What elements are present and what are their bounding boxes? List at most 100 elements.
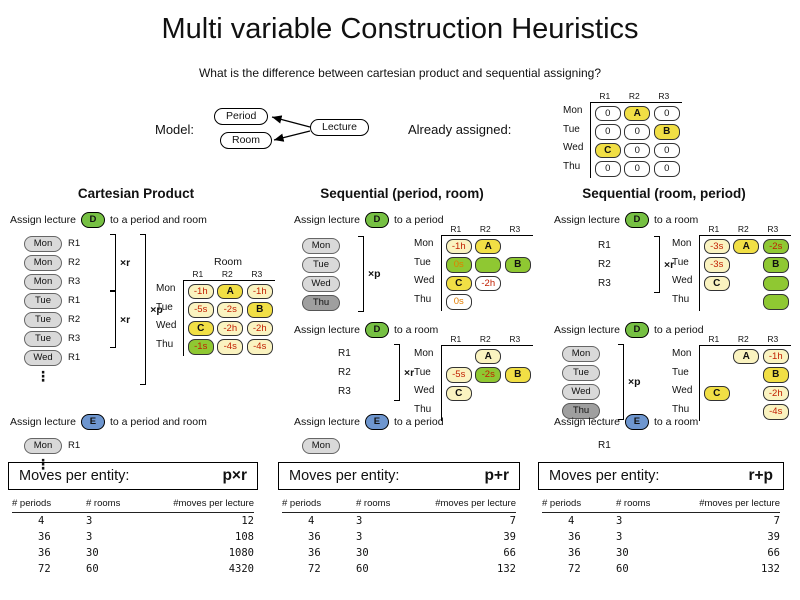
room-label: R1 (68, 295, 81, 306)
grid-cell: B (762, 257, 789, 273)
stat-value: 12 (241, 515, 254, 527)
stat-value: 36 (38, 547, 51, 559)
column-header: R1 (708, 334, 720, 344)
grid-cell: -1s (187, 339, 214, 355)
grid-cell: A (475, 238, 502, 254)
stats-header: #moves per lecture (435, 498, 516, 509)
period-pill: Mon (302, 237, 340, 254)
assign-prefix: Assign lecture (10, 416, 76, 428)
row-label: Tue (563, 123, 580, 135)
grid-cell: -4s (246, 339, 273, 355)
stat-value: 60 (356, 563, 369, 575)
grid-cell: A (475, 348, 502, 364)
arrow-lecture-to-period (271, 115, 311, 128)
room-label: R1 (68, 352, 81, 363)
bracket-label: ×r (664, 258, 675, 271)
grid-cell: 0 (624, 142, 651, 158)
room-label: R3 (68, 276, 81, 287)
grid-row: C-2h-2h (186, 319, 275, 338)
lecture-pill-d: D (364, 322, 389, 338)
column-header: R1 (450, 334, 462, 344)
grid-cell: 0 (594, 105, 621, 121)
multiply-bracket (618, 344, 624, 420)
period-pill: Tue (24, 292, 62, 309)
lecture-pill-e: E (80, 414, 105, 430)
option-row: R1 (338, 344, 384, 363)
lecture-pill-e: E (624, 414, 649, 430)
grid-cell: B (504, 257, 531, 273)
stat-value: 30 (356, 547, 369, 559)
stat-value: 3 (86, 531, 93, 543)
stats-header: # rooms (616, 498, 651, 509)
grid-row: A-1h (702, 347, 791, 366)
grid-cell: -2h (475, 275, 502, 291)
arrow-lecture-to-room (273, 130, 311, 142)
grid-cell: 0 (594, 161, 621, 177)
stat-value: 66 (767, 547, 780, 559)
model-class-diagram: Period Room Lecture (212, 106, 382, 158)
grid-cell: 0 (624, 124, 651, 140)
bracket-label: ×p (150, 303, 163, 316)
assign-prefix: Assign lecture (294, 324, 360, 336)
column-header: R3 (767, 334, 779, 344)
grid-cell: C (594, 142, 621, 158)
grid-cell: C (703, 275, 730, 291)
stat-value: 108 (235, 531, 254, 543)
stat-value: 72 (38, 563, 51, 575)
option-row: R2 (598, 255, 644, 274)
grid-cell: -4s (762, 404, 789, 420)
assign-suffix: to a period and room (109, 214, 207, 226)
period-pill: Thu (562, 402, 600, 419)
stat-value: 30 (616, 547, 629, 559)
column-header: R1 (192, 269, 204, 279)
lecture-pill-d: D (80, 212, 105, 228)
stat-value: 132 (761, 563, 780, 575)
column-header: R3 (509, 224, 521, 234)
moves-per-entity-box: Moves per entity: p+r (278, 462, 520, 490)
option-row: R1 (598, 236, 644, 255)
assign-prefix: Assign lecture (554, 416, 620, 428)
option-row: Mon (302, 436, 348, 455)
stat-value: 36 (568, 531, 581, 543)
row-label: Mon (414, 238, 434, 249)
option-row: Tue (302, 255, 348, 274)
moves-formula: p×r (222, 467, 247, 484)
grid-cell: -2h (246, 320, 273, 336)
room-label: R2 (68, 257, 81, 268)
multiply-bracket (140, 234, 147, 385)
column-title-sequential-period-room: Sequential (period, room) (320, 186, 484, 201)
column-header: R1 (450, 224, 462, 234)
grid-cell: C (445, 385, 472, 401)
grid-cell: 0s (445, 294, 472, 310)
stats-header-row: # periods# rooms#moves per lecture (282, 498, 516, 513)
row-label: Mon (672, 238, 692, 249)
lecture-pill-d: D (364, 212, 389, 228)
room-label: R2 (338, 367, 351, 378)
room-class-box: Room (220, 132, 273, 149)
slide-title: Multi variable Construction Heuristics (161, 13, 639, 45)
room-label: R3 (68, 333, 81, 344)
grid-row: C-2h (444, 274, 533, 293)
column-header: R1 (599, 91, 611, 101)
association-arrows (271, 115, 311, 142)
grid-cell: 0 (653, 142, 680, 158)
stat-value: 3 (356, 515, 363, 527)
stat-value: 39 (503, 531, 516, 543)
multiply-bracket (358, 236, 364, 312)
